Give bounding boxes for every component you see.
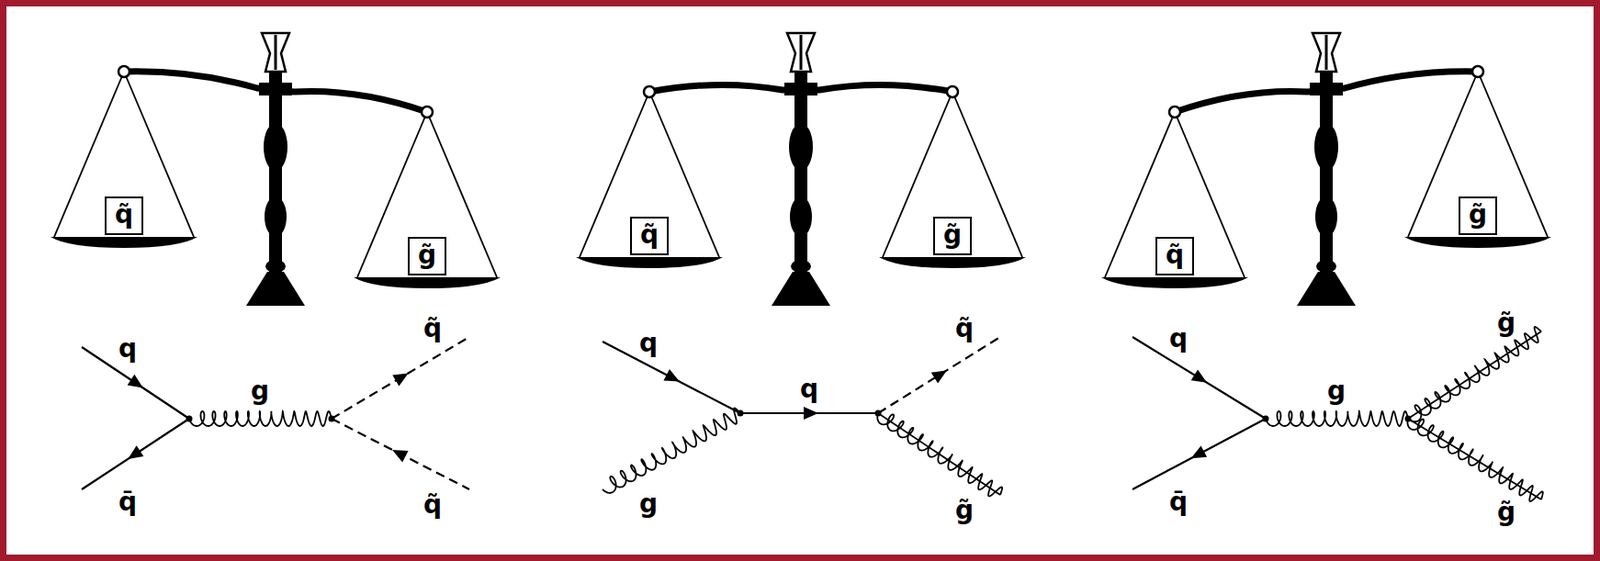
balance-scale [50, 33, 501, 306]
particle-symbol: q̃ [1163, 239, 1186, 271]
particle-label: q [800, 373, 819, 406]
scale-pan [50, 236, 198, 248]
feynman-diagram [81, 337, 470, 490]
particle-symbol: q̃ [112, 199, 136, 231]
scale-finial [1312, 33, 1341, 72]
vertex [1405, 416, 1412, 423]
scale-hook [421, 106, 433, 118]
quark-line [81, 418, 190, 490]
particle-label: q̄ [118, 486, 137, 519]
arrow-head [803, 406, 819, 420]
scale-bulge [1314, 123, 1339, 171]
arrow-head [392, 450, 408, 463]
particle-symbol: g̃ [941, 219, 964, 251]
gluon-line [1265, 411, 1409, 427]
scale-bulge [788, 123, 813, 171]
balance-scale [1101, 33, 1552, 306]
scale-hook [1169, 106, 1181, 118]
particle-box: g̃ [407, 236, 447, 276]
particle-box: q̃ [104, 196, 144, 236]
scale-bulge [1316, 259, 1337, 273]
particle-symbol: g̃ [416, 239, 439, 271]
particle-label: q [1169, 323, 1188, 355]
scale-bulge [264, 196, 287, 237]
quark-line [1132, 418, 1266, 490]
arrow-head [127, 445, 144, 460]
squark-line [331, 337, 470, 419]
particle-label: q̄ [1169, 486, 1188, 519]
scale-pivot [784, 82, 818, 96]
vertex [737, 410, 744, 417]
scale-hook [946, 86, 958, 98]
particle-label: g̃ [1497, 496, 1516, 529]
particle-label: g [639, 488, 658, 520]
scale-hook [118, 66, 130, 78]
scale-bulge [790, 259, 812, 273]
scale-pivot [1309, 82, 1343, 96]
gluon-line [602, 407, 741, 493]
particle-label: q [639, 327, 658, 360]
particle-label: q̃ [423, 489, 442, 521]
quark-line [1132, 337, 1266, 419]
gluino-line [1407, 418, 1543, 502]
scale-finial [787, 33, 815, 72]
particle-symbol: q̃ [638, 219, 661, 251]
scale-finial [800, 34, 803, 70]
scale-finial [274, 34, 278, 70]
scale-pan [1404, 236, 1552, 248]
arrow-head [127, 374, 144, 389]
particle-box: g̃ [1458, 196, 1498, 236]
vertex [875, 410, 882, 417]
particle-label: q̃ [423, 313, 442, 345]
gluino-line [1408, 418, 1542, 500]
particle-box: g̃ [933, 216, 972, 256]
gluino-line [878, 413, 1001, 496]
arrow-head [931, 370, 947, 384]
gluino-line [877, 413, 1003, 496]
scale-pan [353, 277, 501, 289]
quark-line [602, 341, 741, 414]
scale-hook [1472, 66, 1484, 78]
scale-pivot [259, 82, 293, 96]
particle-box: q̃ [1155, 236, 1195, 276]
arrow-head [1191, 369, 1207, 383]
arrow-head [663, 369, 679, 383]
gluino-line [1408, 331, 1542, 419]
squark-line [878, 337, 1001, 414]
squark-line [331, 418, 470, 490]
feynman-diagram [602, 337, 1003, 496]
scale-bulge [789, 196, 812, 237]
balance-scale [575, 33, 1026, 306]
scale-beam [1174, 71, 1478, 113]
gluino-line [1408, 326, 1542, 422]
gluon-line [189, 411, 332, 427]
feynman-diagram [1132, 326, 1544, 502]
scale-bulge [265, 259, 286, 273]
particle-box: q̃ [630, 216, 669, 256]
scale-bulge [263, 123, 288, 171]
scale-beam [123, 71, 428, 113]
arrow-head [1191, 446, 1207, 460]
scale-pan [575, 257, 723, 269]
particle-label: g̃ [1497, 307, 1516, 339]
scale-hook [643, 86, 655, 98]
particle-label: g [250, 375, 270, 407]
scale-pan [1101, 277, 1249, 289]
scale-bulge [1315, 196, 1338, 237]
vertex [186, 416, 193, 423]
vertex [1262, 416, 1270, 423]
particle-symbol: g̃ [1466, 199, 1489, 231]
particle-label: q̃ [955, 313, 974, 345]
arrow-head [392, 372, 408, 386]
scale-pan [878, 257, 1026, 269]
particle-label: g [1327, 375, 1346, 407]
vertex [328, 416, 336, 423]
scale-finial [261, 33, 290, 72]
particle-label: q [118, 333, 137, 365]
particle-label: g̃ [955, 495, 974, 527]
scale-finial [1325, 34, 1329, 70]
